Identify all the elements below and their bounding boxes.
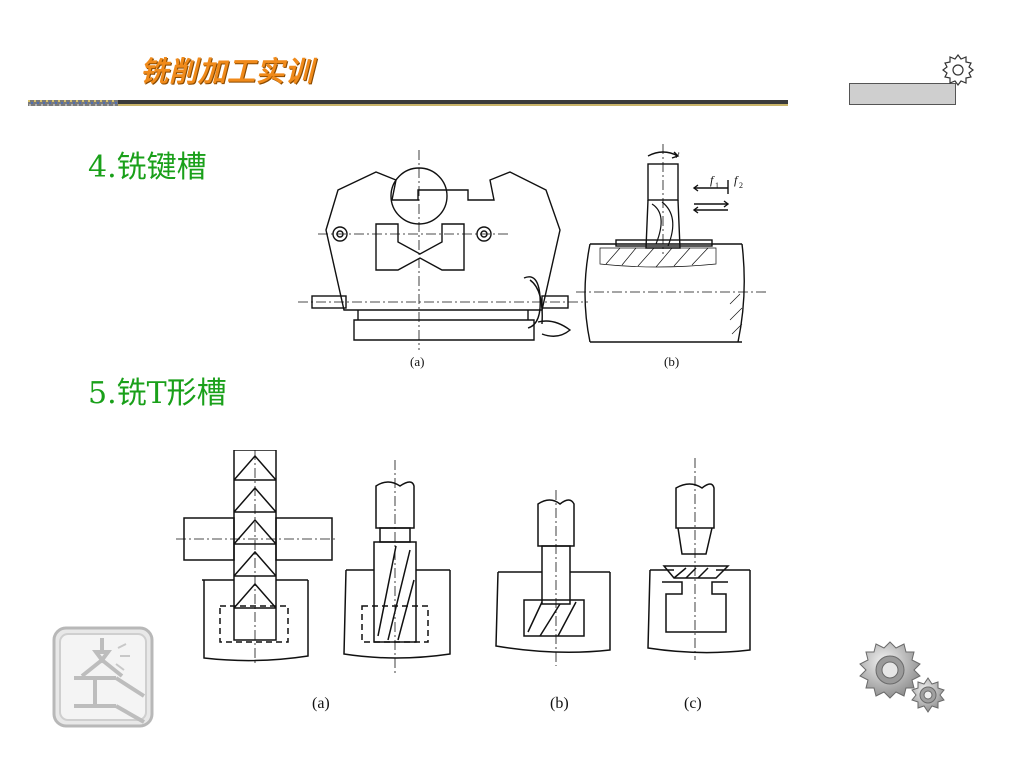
header-box	[849, 83, 956, 105]
t-slot-caption-c: (c)	[684, 695, 702, 712]
keyway-milling-drawing: v f 1 f 2 (b)	[576, 144, 766, 369]
t-slot-caption-a: (a)	[312, 695, 330, 712]
section-heading-keyway: 4.铣键槽	[88, 150, 207, 185]
label-feed-1: f	[710, 173, 715, 187]
keyway-caption-a: (a)	[410, 354, 424, 369]
vise-fixture-drawing: (a)	[298, 150, 588, 369]
gears-pair-icon	[859, 641, 945, 713]
t-slot-milling-drawing: (a) (b) (c)	[176, 450, 751, 712]
section-heading-t-slot: 5.铣T形槽	[88, 376, 227, 411]
keyway-caption-b: (b)	[664, 354, 679, 369]
label-feed-2-sub: 2	[739, 181, 743, 190]
gear-icon	[942, 54, 974, 86]
label-velocity: v	[674, 147, 680, 161]
label-feed-1-sub: 1	[715, 181, 719, 190]
crane-beam-icon	[52, 626, 154, 728]
label-feed-2: f	[734, 173, 739, 187]
slide-title: 铣削加工实训	[140, 55, 315, 88]
t-slot-caption-b: (b)	[550, 695, 569, 712]
header-divider	[28, 100, 788, 106]
